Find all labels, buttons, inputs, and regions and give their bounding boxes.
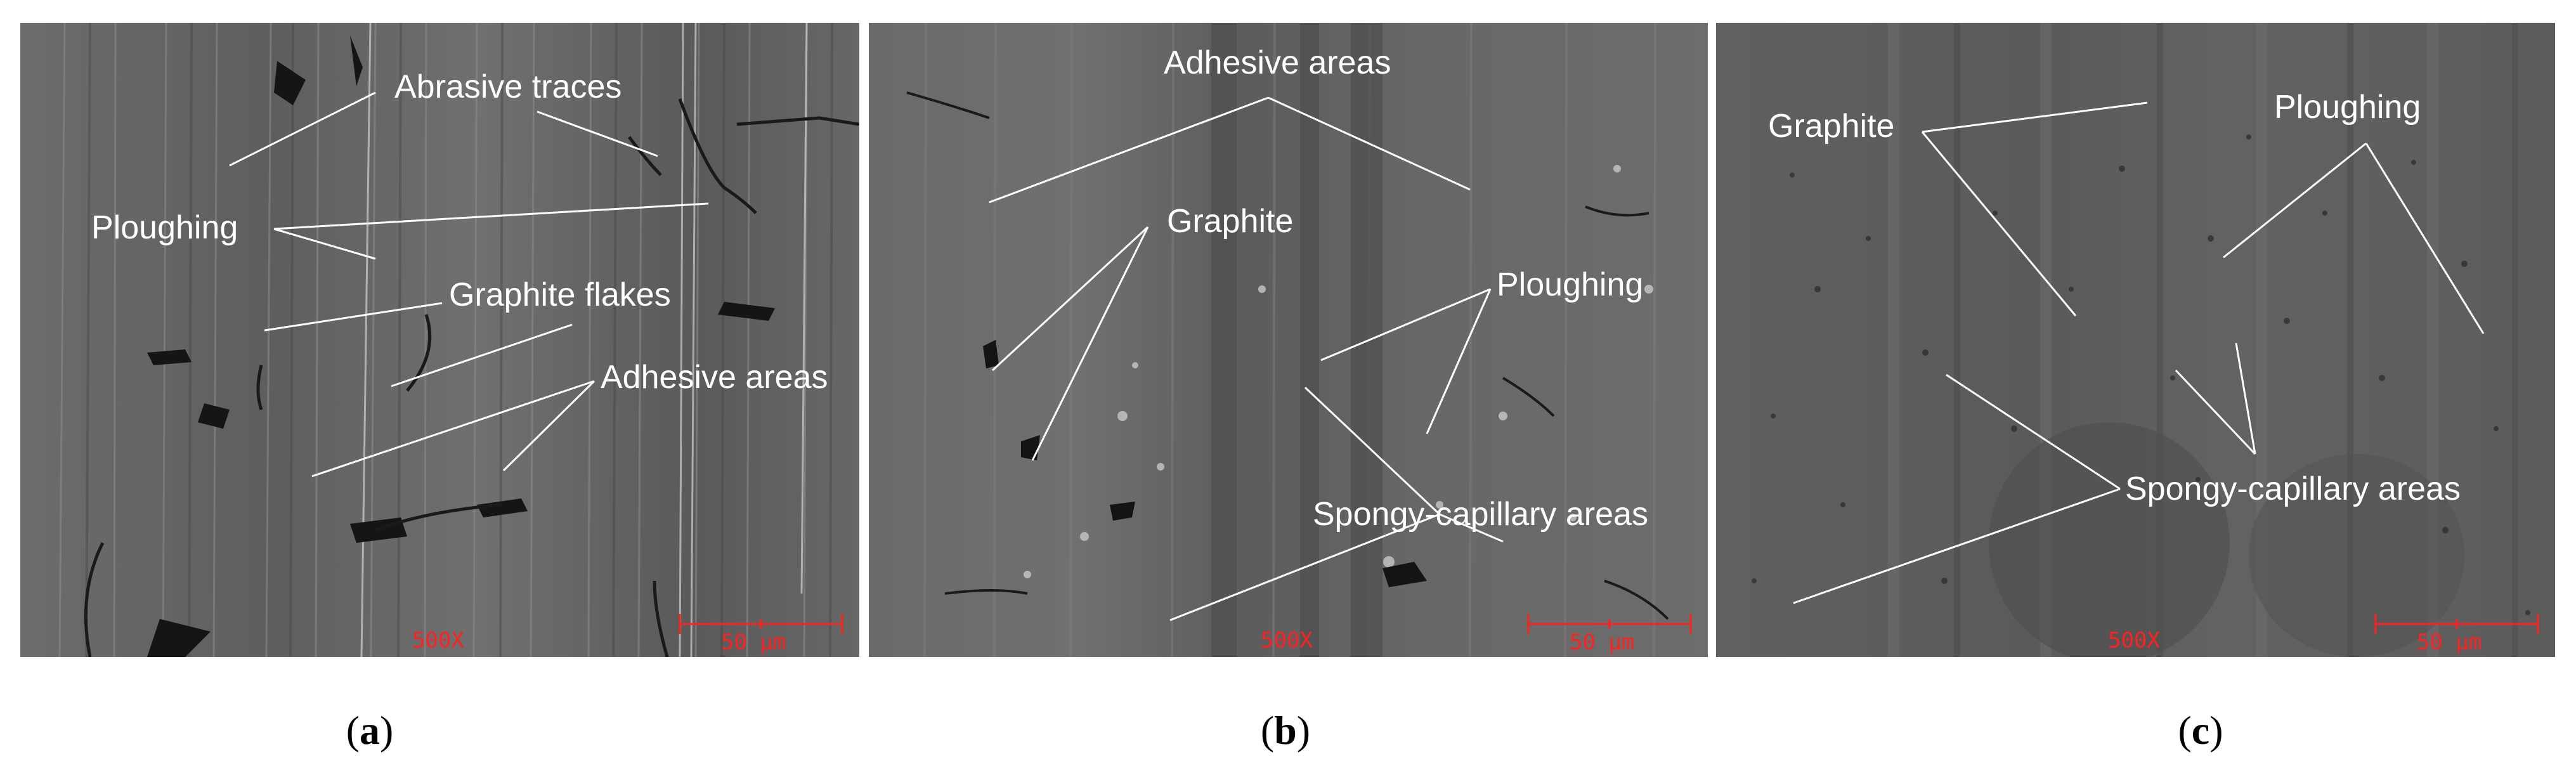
- graphite-dots: [1752, 134, 2530, 615]
- caption-b: (b): [1260, 708, 1311, 753]
- adhesive-speckles: [1024, 165, 1653, 578]
- label-ploughing: Ploughing: [2274, 89, 2421, 126]
- label-spongy-capillary: Spongy-capillary areas: [2125, 471, 2461, 507]
- sem-panel-c: Graphite Ploughing Spongy-capillary area…: [1716, 23, 2555, 657]
- sem-panel-a: Abrasive traces Ploughing Graphite flake…: [20, 23, 859, 657]
- sem-image-c: Graphite Ploughing Spongy-capillary area…: [1716, 23, 2555, 657]
- scale-bar: [679, 614, 843, 634]
- label-graphite: Graphite: [1768, 108, 1894, 145]
- caption-c: (c): [2178, 708, 2223, 753]
- sem-image-a: Abrasive traces Ploughing Graphite flake…: [20, 23, 859, 657]
- sliding-streaks: [58, 23, 808, 657]
- magnification-label: 500X: [412, 628, 464, 653]
- spongy-region: [1989, 422, 2230, 657]
- magnification-label: 500X: [2108, 628, 2160, 653]
- label-ploughing: Ploughing: [1497, 266, 1643, 303]
- annotation-leaders: [1793, 101, 2485, 604]
- scale-bar-label: 50 μm: [1570, 630, 1634, 655]
- graphite-shapes: [983, 340, 1427, 587]
- scale-bar: [2374, 614, 2539, 634]
- sem-panel-b: Adhesive areas Graphite Ploughing Spongy…: [869, 23, 1708, 657]
- annotation-leaders: [989, 96, 1504, 621]
- scale-bar: [1527, 614, 1692, 634]
- label-graphite-flakes: Graphite flakes: [449, 276, 671, 313]
- sem-image-b: Adhesive areas Graphite Ploughing Spongy…: [869, 23, 1708, 657]
- sem-background: [20, 23, 859, 657]
- magnification-label: 500X: [1261, 628, 1313, 653]
- label-adhesive-areas: Adhesive areas: [1164, 44, 1391, 81]
- label-abrasive-traces: Abrasive traces: [394, 68, 621, 105]
- sem-background: [869, 23, 1708, 657]
- scale-bar-label: 50 μm: [721, 630, 786, 655]
- label-adhesive-areas: Adhesive areas: [601, 359, 828, 396]
- annotation-leaders: [229, 91, 709, 478]
- label-ploughing: Ploughing: [91, 209, 238, 246]
- label-spongy-capillary: Spongy-capillary areas: [1313, 496, 1648, 533]
- caption-a: (a): [346, 708, 394, 753]
- label-graphite: Graphite: [1167, 203, 1293, 240]
- scale-bar-label: 50 μm: [2417, 630, 2482, 655]
